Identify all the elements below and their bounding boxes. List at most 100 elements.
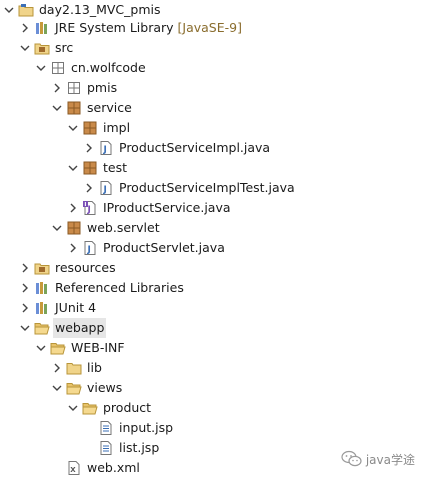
tree-item-package-web-servlet[interactable]: web.servlet (50, 218, 160, 238)
package-icon (66, 100, 82, 116)
chevron-down-icon[interactable] (50, 218, 64, 238)
tree-item-package-root[interactable]: cn.wolfcode (34, 58, 146, 78)
project-folder-icon (18, 2, 34, 18)
tree-item-label: web.servlet (87, 220, 160, 235)
tree-item-file-servlet[interactable]: J ProductServlet.java (66, 238, 225, 258)
chevron-right-icon[interactable] (82, 178, 96, 198)
tree-item-webinf[interactable]: WEB-INF (34, 338, 125, 358)
chevron-down-icon[interactable] (18, 38, 32, 58)
chevron-right-icon[interactable] (66, 198, 80, 218)
chevron-down-icon[interactable] (66, 158, 80, 178)
tree-item-webapp[interactable]: webapp (18, 318, 107, 338)
chevron-right-icon[interactable] (66, 238, 80, 258)
empty-package-icon (66, 80, 82, 96)
tree-item-package-test[interactable]: test (66, 158, 127, 178)
chevron-down-icon[interactable] (50, 98, 64, 118)
tree-item-list-jsp[interactable]: list.jsp (82, 438, 159, 458)
tree-item-label: Referenced Libraries (55, 280, 184, 295)
tree-item-label: test (103, 160, 128, 175)
folder-icon (66, 360, 82, 376)
chevron-down-icon[interactable] (50, 378, 64, 398)
tree-item-label: cn.wolfcode (71, 60, 146, 75)
tree-item-label: ProductServiceImpl.java (119, 140, 271, 155)
svg-text:I: I (84, 202, 86, 208)
chevron-right-icon[interactable] (82, 138, 96, 158)
source-folder-icon (34, 40, 50, 56)
tree-item-file-impl[interactable]: J ProductServiceImpl.java (82, 138, 270, 158)
chevron-right-icon[interactable] (50, 78, 64, 98)
open-folder-icon (82, 400, 98, 416)
jre-version-decoration: [JavaSE-9] (177, 20, 242, 35)
empty-package-icon (50, 60, 66, 76)
tree-item-label: ProductServlet.java (103, 240, 225, 255)
library-icon (34, 300, 50, 316)
chevron-down-icon[interactable] (34, 338, 48, 358)
tree-item-label: ProductServiceImplTest.java (119, 180, 295, 195)
package-icon (82, 160, 98, 176)
tree-item-src[interactable]: src (18, 38, 73, 58)
tree-item-label: service (87, 100, 132, 115)
no-children-spacer (82, 438, 96, 458)
tree-item-label: views (87, 380, 123, 395)
watermark: java学途 (341, 450, 415, 468)
java-file-icon: J (98, 140, 114, 156)
tree-item-label: IProductService.java (103, 200, 231, 215)
source-folder-icon (34, 260, 50, 276)
chevron-down-icon[interactable] (66, 398, 80, 418)
svg-text:X: X (70, 466, 76, 474)
tree-item-views[interactable]: views (50, 378, 122, 398)
chevron-down-icon[interactable] (66, 118, 80, 138)
tree-item-label: JRE System Library [JavaSE-9] (55, 20, 242, 35)
tree-item-lib[interactable]: lib (50, 358, 102, 378)
tree-item-resources[interactable]: resources (18, 258, 116, 278)
chevron-right-icon[interactable] (18, 278, 32, 298)
tree-item-jre[interactable]: JRE System Library [JavaSE-9] (18, 18, 242, 38)
open-folder-icon (66, 380, 82, 396)
tree-item-referenced-libraries[interactable]: Referenced Libraries (18, 278, 184, 298)
tree-item-label: src (55, 40, 74, 55)
chevron-down-icon[interactable] (34, 58, 48, 78)
tree-item-label: impl (103, 120, 131, 135)
tree-item-label: webapp (53, 318, 107, 338)
xml-file-icon: X (66, 460, 82, 476)
chevron-right-icon[interactable] (18, 298, 32, 318)
tree-item-product[interactable]: product (66, 398, 151, 418)
package-icon (66, 220, 82, 236)
tree-item-label: list.jsp (119, 440, 160, 455)
tree-item-label: pmis (87, 80, 118, 95)
tree-item-label: JUnit 4 (55, 300, 97, 315)
open-folder-icon (34, 320, 50, 336)
tree-item-file-test[interactable]: J ProductServiceImplTest.java (82, 178, 295, 198)
library-icon (34, 20, 50, 36)
package-icon (82, 120, 98, 136)
chevron-down-icon[interactable] (18, 318, 32, 338)
chevron-right-icon[interactable] (18, 18, 32, 38)
tree-item-web-xml[interactable]: X web.xml (50, 458, 140, 478)
java-file-icon: J (98, 180, 114, 196)
no-children-spacer (50, 458, 64, 478)
chevron-right-icon[interactable] (50, 358, 64, 378)
tree-item-label: lib (87, 360, 102, 375)
tree-item-input-jsp[interactable]: input.jsp (82, 418, 173, 438)
jsp-file-icon (98, 440, 114, 456)
tree-item-package-impl[interactable]: impl (66, 118, 130, 138)
tree-item-package-pmis[interactable]: pmis (50, 78, 117, 98)
wechat-logo-icon (341, 450, 363, 468)
tree-item-package-service[interactable]: service (50, 98, 132, 118)
library-icon (34, 280, 50, 296)
jsp-file-icon (98, 420, 114, 436)
open-folder-icon (50, 340, 66, 356)
svg-text:J: J (87, 245, 91, 255)
tree-item-project[interactable]: day2.13_MVC_pmis (2, 0, 160, 20)
svg-text:J: J (103, 145, 107, 155)
no-children-spacer (82, 418, 96, 438)
chevron-down-icon[interactable] (2, 0, 16, 20)
tree-item-junit[interactable]: JUnit 4 (18, 298, 96, 318)
java-file-icon: J (82, 240, 98, 256)
watermark-text: java学途 (365, 452, 415, 467)
chevron-right-icon[interactable] (18, 258, 32, 278)
svg-text:J: J (103, 185, 107, 195)
tree-item-label: WEB-INF (71, 340, 125, 355)
